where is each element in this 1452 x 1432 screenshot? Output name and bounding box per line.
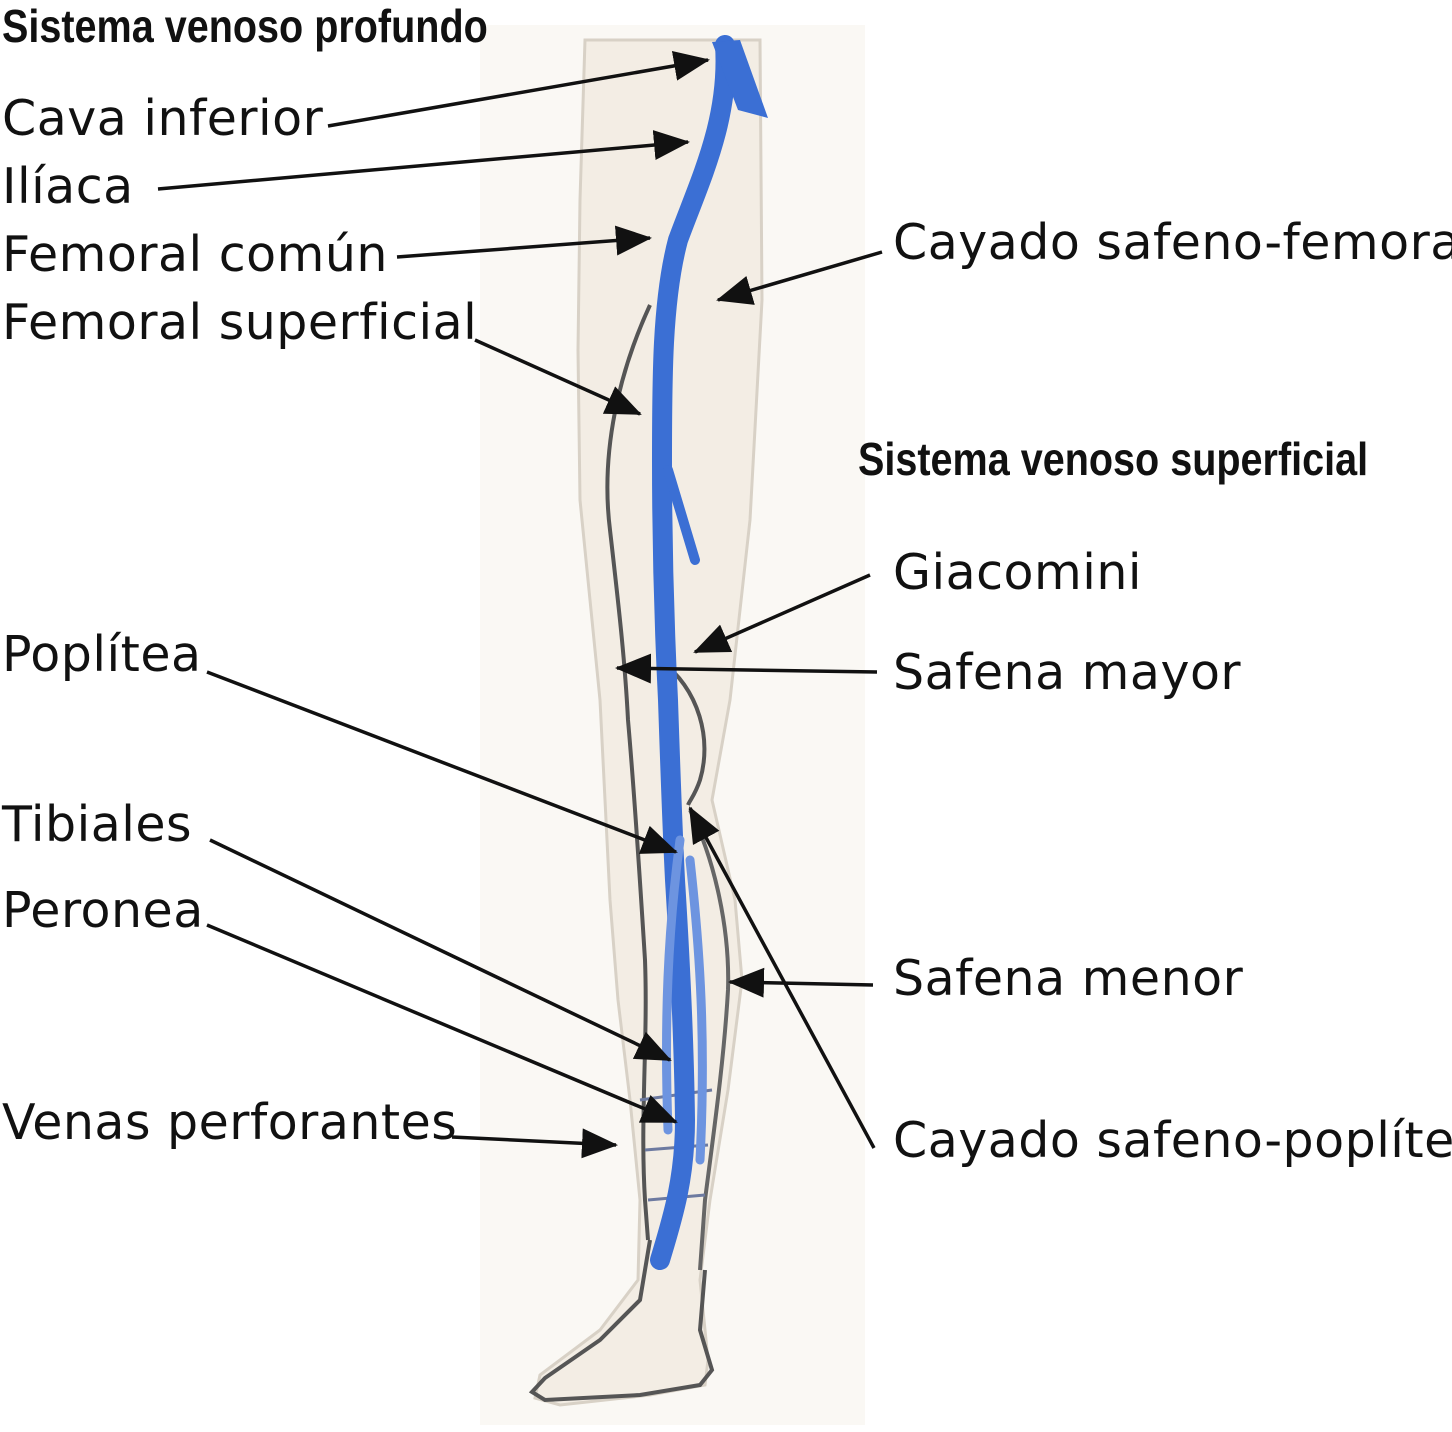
arrow-cayado-safeno-femoral bbox=[716, 250, 883, 305]
arrow-cava-inferior bbox=[327, 51, 710, 128]
label-tibiales: Tibiales bbox=[2, 796, 193, 853]
label-cava-inferior: Cava inferior bbox=[2, 90, 324, 147]
label-giacomini: Giacomini bbox=[893, 544, 1143, 601]
label-femoral-superficial: Femoral superficial bbox=[2, 294, 478, 351]
arrow-safena-menor bbox=[728, 967, 874, 998]
safena-menor-vein bbox=[688, 809, 731, 1271]
deep-vein-main bbox=[650, 35, 736, 1270]
label-cayado-safeno-femoral: Cayado safeno-femoral bbox=[893, 214, 1452, 271]
arrow-iliaca bbox=[157, 130, 690, 191]
arrow-poplitea bbox=[206, 670, 678, 854]
arrow-venas-perforantes bbox=[451, 1128, 618, 1159]
arrow-cayado-safeno-popliteo bbox=[688, 806, 876, 1149]
label-venas-perforantes: Venas perforantes bbox=[2, 1094, 458, 1151]
label-femoral-comun: Femoral común bbox=[2, 226, 388, 283]
heading-deep-system: Sistema venoso profundo bbox=[2, 0, 488, 52]
heading-superficial-system: Sistema venoso superficial bbox=[858, 433, 1369, 485]
foot-outline bbox=[528, 1239, 715, 1403]
arrow-peronea bbox=[206, 923, 678, 1124]
label-safena-menor: Safena menor bbox=[893, 950, 1244, 1007]
giacomini-vein bbox=[658, 658, 707, 806]
arrow-giacomini bbox=[693, 573, 871, 654]
arrow-femoral-superficial bbox=[474, 338, 642, 416]
label-iliaca: Ilíaca bbox=[2, 158, 134, 215]
femoral-profunda-branch bbox=[663, 465, 700, 565]
arrow-tibiales bbox=[209, 838, 672, 1062]
arrow-safena-mayor bbox=[615, 653, 878, 684]
label-poplitea: Poplítea bbox=[2, 626, 202, 683]
deep-vein-tip bbox=[712, 40, 768, 118]
arrow-femoral-comun bbox=[396, 225, 652, 259]
tibial-branch bbox=[662, 835, 707, 1165]
label-cayado-safeno-popliteo: Cayado safeno-poplíteo bbox=[893, 1112, 1452, 1169]
label-safena-mayor: Safena mayor bbox=[893, 644, 1242, 701]
label-peronea: Peronea bbox=[2, 882, 204, 939]
